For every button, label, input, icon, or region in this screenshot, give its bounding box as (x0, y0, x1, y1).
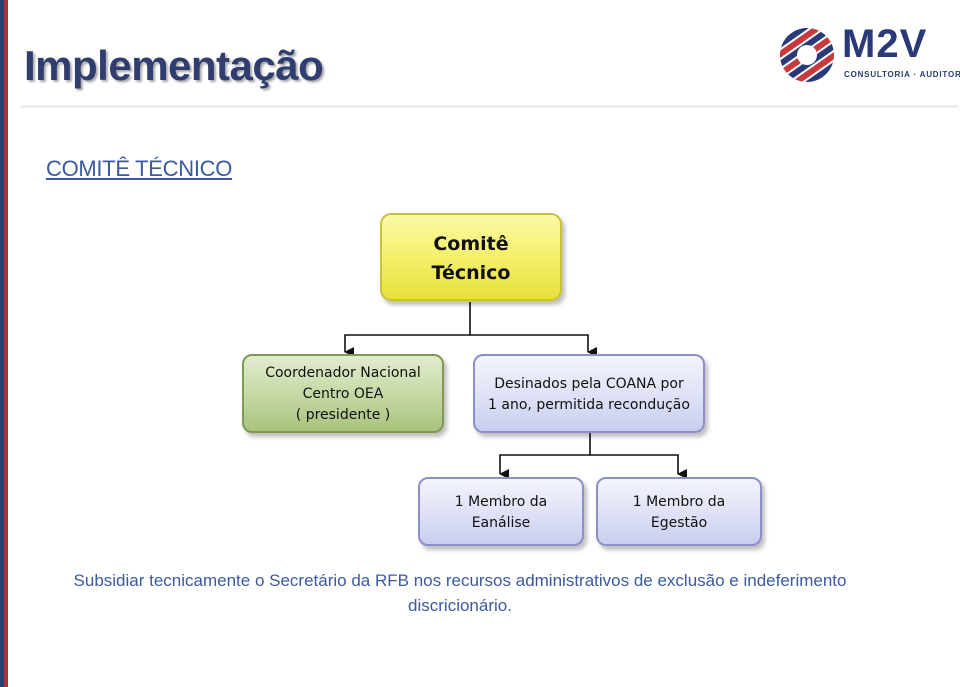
node-designated-line2: 1 ano, permitida recondução (488, 397, 690, 413)
node-egestao-line2: Egestão (651, 515, 707, 531)
title-divider (20, 105, 958, 108)
connector-designated-to-members (499, 432, 687, 479)
node-coordinator-line2: Centro OEA (303, 386, 384, 402)
node-root-line1: Comitê (433, 233, 508, 255)
node-membro-eanalise: 1 Membro da Eanálise (418, 477, 584, 546)
node-eanalise-line2: Eanálise (472, 515, 531, 531)
node-egestao-line1: 1 Membro da (633, 494, 726, 510)
logo-wordmark: M2V (842, 22, 928, 66)
node-coordinator-line1: Coordenador Nacional (265, 365, 421, 381)
node-root-line2: Técnico (432, 262, 511, 284)
caption-line-1: Subsidiar tecnicamente o Secretário da R… (73, 571, 847, 590)
slide-title: Implementação (24, 42, 324, 89)
connector-root-to-children (344, 302, 597, 357)
left-border-accent (4, 0, 8, 687)
node-coordinator-line3: ( presidente ) (296, 407, 390, 423)
company-logo: M2V CONSULTORIA · AUDITORIA (778, 22, 960, 84)
node-comite-tecnico: Comitê Técnico (380, 213, 562, 301)
caption-line-2: discricionário. (408, 596, 512, 615)
node-coordenador: Coordenador Nacional Centro OEA ( presid… (242, 354, 444, 433)
node-membro-egestao: 1 Membro da Egestão (596, 477, 762, 546)
logo-swirl-icon (778, 26, 836, 84)
node-designados: Desinados pela COANA por 1 ano, permitid… (473, 354, 705, 433)
node-eanalise-line1: 1 Membro da (455, 494, 548, 510)
section-heading: COMITÊ TÉCNICO (46, 156, 233, 181)
left-border-stripe (0, 0, 4, 687)
logo-tagline: CONSULTORIA · AUDITORIA (844, 70, 960, 79)
node-designated-line1: Desinados pela COANA por (494, 376, 684, 392)
